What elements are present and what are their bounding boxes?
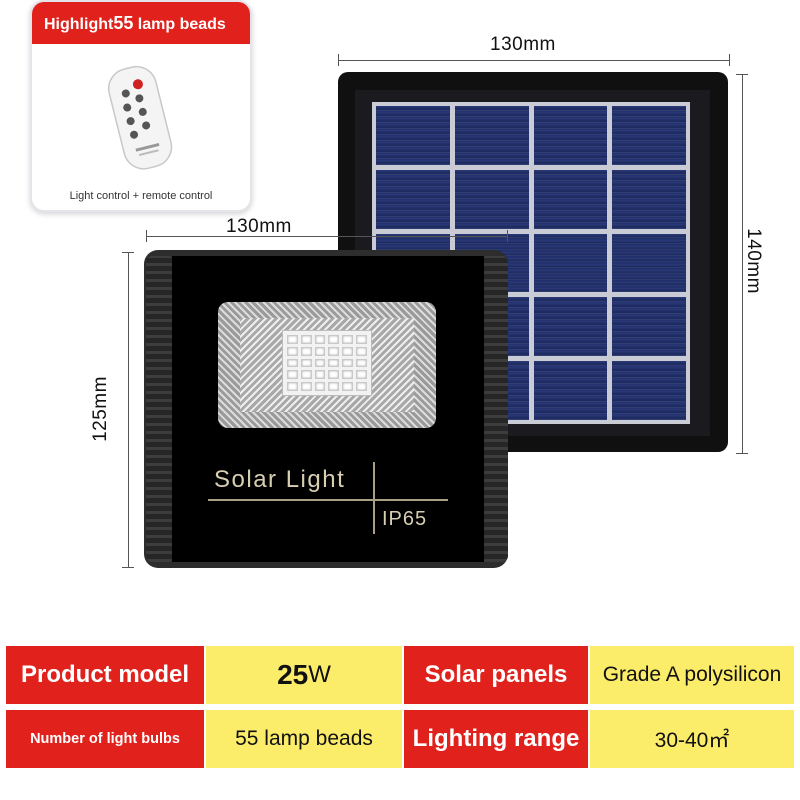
light-width-label: 130mm bbox=[226, 216, 292, 237]
led-bead bbox=[342, 358, 354, 368]
cross-line-vertical bbox=[373, 462, 375, 534]
led-bead bbox=[300, 335, 312, 344]
led-bead bbox=[342, 382, 354, 391]
led-bead bbox=[328, 358, 340, 368]
led-bead bbox=[287, 335, 298, 344]
panel-width-label: 130mm bbox=[490, 34, 556, 55]
led-bead bbox=[287, 370, 298, 380]
led-bead bbox=[356, 335, 367, 344]
led-bead bbox=[328, 346, 340, 356]
led-bead bbox=[328, 335, 340, 344]
solar-cell bbox=[612, 106, 686, 165]
banner-suffix: lamp beads bbox=[133, 16, 226, 33]
cross-line-horizontal bbox=[208, 499, 448, 501]
lighting-range-label: Lighting range bbox=[404, 710, 588, 768]
solar-cell bbox=[376, 106, 450, 165]
solar-cell bbox=[454, 169, 529, 229]
wattage-unit: W bbox=[308, 661, 331, 688]
bulbs-value: 55 lamp beads bbox=[206, 710, 402, 768]
heat-sink-right bbox=[480, 256, 508, 562]
led-bead bbox=[314, 335, 326, 344]
highlight-caption: Light control + remote control bbox=[69, 190, 213, 202]
remote-control-image bbox=[107, 65, 173, 170]
wattage-number: 25 bbox=[277, 659, 309, 690]
led-bead bbox=[300, 370, 312, 380]
panel-width-line bbox=[338, 54, 730, 66]
light-height-label: 125mm bbox=[89, 376, 111, 442]
panel-height-line bbox=[736, 74, 748, 454]
led-bead bbox=[328, 382, 340, 391]
led-bead bbox=[342, 335, 354, 344]
light-width-line bbox=[146, 230, 508, 242]
led-bead bbox=[300, 382, 312, 391]
solar-cell bbox=[533, 361, 608, 420]
led-bead bbox=[356, 370, 367, 380]
solar-cell bbox=[612, 361, 686, 420]
solar-cell bbox=[533, 233, 608, 293]
panel-height-label: 140mm bbox=[742, 228, 764, 294]
led-bead bbox=[314, 370, 326, 380]
led-bead bbox=[287, 382, 298, 391]
led-bead bbox=[287, 346, 298, 356]
solar-cell bbox=[612, 169, 686, 229]
solar-cell bbox=[376, 169, 450, 229]
banner-prefix: Highlight bbox=[44, 16, 114, 33]
banner-count: 55 bbox=[113, 13, 134, 33]
led-bead bbox=[356, 382, 367, 391]
solar-panels-value: Grade A polysilicon bbox=[590, 646, 794, 704]
ip-rating-text: IP65 bbox=[382, 508, 428, 530]
led-bead bbox=[300, 358, 312, 368]
solar-cell bbox=[533, 297, 608, 357]
solar-panels-label: Solar panels bbox=[404, 646, 588, 704]
product-model-label: Product model bbox=[6, 646, 204, 704]
led-bead bbox=[342, 370, 354, 380]
lighting-range-value: 30-40㎡ bbox=[590, 710, 794, 768]
led-bead bbox=[342, 346, 354, 356]
solar-cell bbox=[612, 297, 686, 357]
led-bead bbox=[287, 358, 298, 368]
solar-cell bbox=[533, 169, 608, 229]
highlight-card: Highlight55 lamp beads Light control + r… bbox=[30, 0, 252, 212]
led-board bbox=[282, 330, 372, 396]
light-title-text: Solar Light bbox=[214, 466, 346, 493]
led-bead bbox=[314, 346, 326, 356]
led-bead bbox=[314, 382, 326, 391]
led-bead bbox=[356, 346, 367, 356]
led-bead bbox=[300, 346, 312, 356]
led-bead bbox=[356, 358, 367, 368]
led-bead bbox=[314, 358, 326, 368]
light-height-line bbox=[122, 252, 134, 568]
solar-cell bbox=[454, 106, 529, 165]
bulbs-label: Number of light bulbs bbox=[6, 710, 204, 768]
highlight-banner: Highlight55 lamp beads bbox=[32, 2, 250, 44]
led-bead bbox=[328, 370, 340, 380]
solar-cell bbox=[612, 233, 686, 293]
solar-cell bbox=[533, 106, 608, 165]
heat-sink-left bbox=[146, 256, 174, 562]
